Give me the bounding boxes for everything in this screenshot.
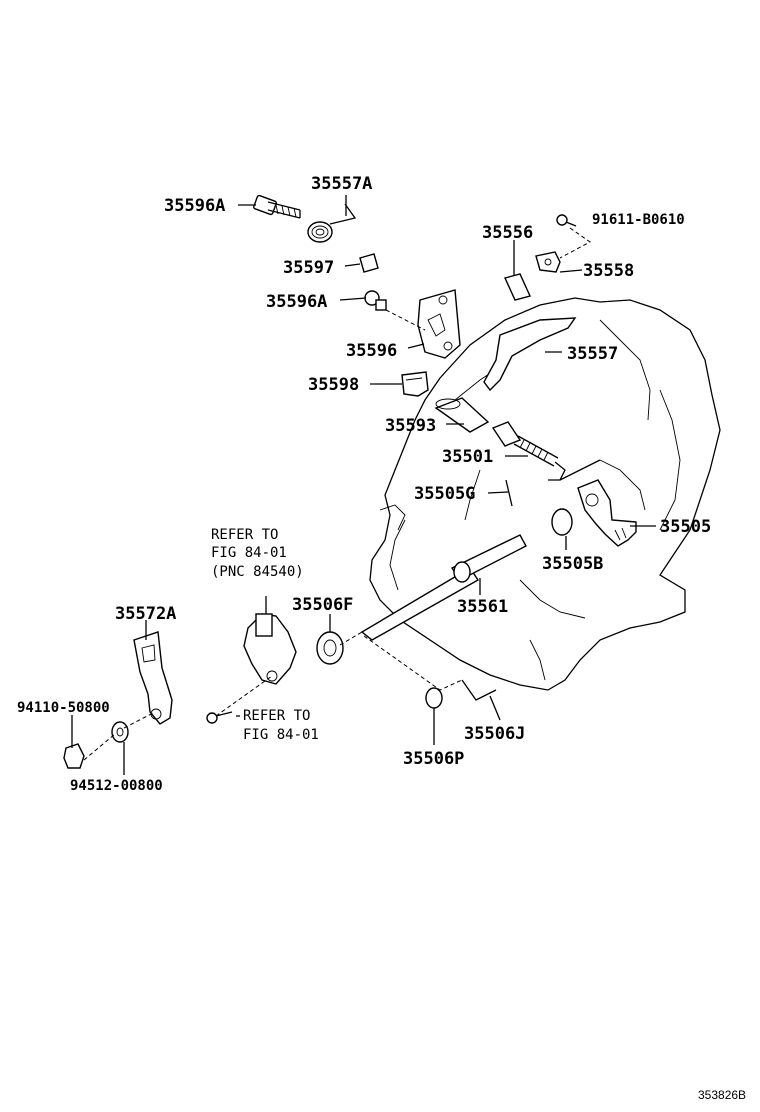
label-35598: 35598: [308, 375, 359, 395]
collar-35505b: [551, 508, 573, 536]
label-35572a: 35572A: [115, 604, 176, 624]
bolt-91611: [556, 214, 577, 227]
lever-35505: [559, 459, 637, 547]
shaft-35561: [360, 534, 527, 641]
refer-note-1-line3: (PNC 84540): [211, 564, 304, 580]
lever-35572a: [133, 631, 173, 725]
label-35561: 35561: [457, 597, 508, 617]
pin-35556: [504, 273, 531, 301]
refer-note-2-line2: FIG 84-01: [243, 727, 319, 743]
label-35506j: 35506J: [464, 724, 525, 744]
bolt-35596a-top: [253, 194, 301, 219]
label-94110: 94110-50800: [17, 700, 110, 716]
label-35505: 35505: [660, 517, 711, 537]
reference-notes: REFER TO FIG 84-01 (PNC 84540) REFER TO …: [211, 527, 319, 743]
spring-35557a: [307, 203, 357, 243]
neutral-start-switch: [243, 613, 297, 685]
refer-note-2-line1: REFER TO: [243, 708, 310, 724]
label-35505b: 35505B: [542, 554, 603, 574]
bolt-switch: [206, 711, 233, 724]
washer-94512: [111, 721, 129, 743]
bolt-35596a-mid: [364, 290, 387, 311]
sleeve-35593: [434, 397, 490, 433]
bracket-35596: [385, 289, 461, 359]
label-35506p: 35506P: [403, 749, 464, 769]
label-35557: 35557: [567, 344, 618, 364]
refer-note-1-line2: FIG 84-01: [211, 545, 287, 561]
label-35596a-top: 35596A: [164, 196, 225, 216]
label-35593: 35593: [385, 416, 436, 436]
refer-note-1-line1: REFER TO: [211, 527, 278, 543]
label-35596: 35596: [346, 341, 397, 361]
assembly-lines: [83, 631, 463, 761]
label-35558: 35558: [583, 261, 634, 281]
pin-35505g: [505, 479, 513, 507]
label-35557a: 35557A: [311, 174, 372, 194]
label-35597: 35597: [283, 258, 334, 278]
part-labels: 35557A 35596A 35597 35596A 35596 35598 3…: [17, 174, 711, 794]
label-35501: 35501: [442, 447, 493, 467]
plate-35557: [483, 317, 577, 392]
label-35556: 35556: [482, 223, 533, 243]
label-91611: 91611-B0610: [592, 212, 685, 228]
label-35506f: 35506F: [292, 595, 353, 615]
clip-35558: [535, 227, 591, 273]
nut-94110: [63, 743, 85, 769]
label-35596a-mid: 35596A: [266, 292, 327, 312]
label-94512: 94512-00800: [70, 778, 163, 794]
clip-35506j: [461, 679, 497, 701]
clip-35598: [401, 371, 429, 397]
transmission-case: [369, 297, 721, 691]
label-35505g: 35505G: [414, 484, 475, 504]
figure-id: 353826B: [698, 1088, 746, 1102]
bushing-35506f: [316, 631, 344, 665]
leader-lines: [71, 195, 656, 775]
shaft-35501: [491, 421, 566, 481]
pin-35597: [359, 253, 379, 273]
oring-35506p: [425, 687, 443, 709]
